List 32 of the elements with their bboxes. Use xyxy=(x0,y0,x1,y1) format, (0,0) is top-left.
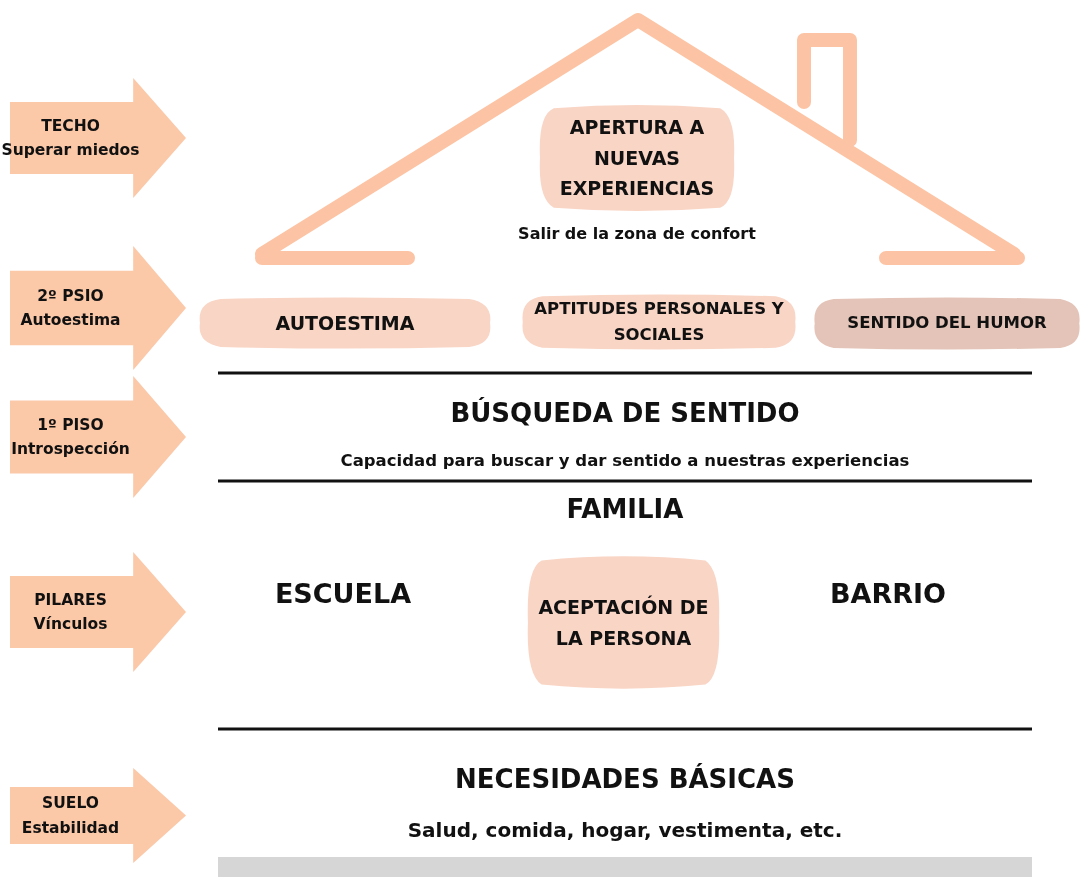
pillar-text: SENTIDO DEL HUMOR xyxy=(846,312,1048,335)
highlight-blob xyxy=(538,104,736,212)
level-subtitle: Superar miedos xyxy=(1,140,140,161)
level-tag xyxy=(10,552,186,672)
level-title: 2º PSIO xyxy=(37,286,104,307)
level-title: TECHO xyxy=(41,116,100,137)
section-heading: BÚSQUEDA DE SENTIDO xyxy=(450,398,800,428)
description-text: Capacidad para buscar y dar sentido a nuestras experiencias xyxy=(340,451,910,470)
section-heading: BARRIO xyxy=(829,578,947,609)
section-heading: FAMILIA xyxy=(566,494,684,524)
level-subtitle: Estabilidad xyxy=(21,817,120,839)
pillar-text: APTITUDES PERSONALES Y SOCIALES xyxy=(533,297,785,346)
section-heading: ESCUELA xyxy=(274,578,412,609)
level-subtitle: Introspección xyxy=(11,439,130,460)
highlight-blob xyxy=(197,297,493,349)
pillar-text: APERTURA A NUEVAS EXPERIENCIAS xyxy=(558,115,716,202)
highlight-blob xyxy=(526,555,721,690)
caption-text: Salir de la zona de confort xyxy=(518,224,756,243)
highlight-blob xyxy=(812,297,1082,350)
description-text: Salud, comida, hogar, vestimenta, etc. xyxy=(407,818,843,842)
section-heading: NECESIDADES BÁSICAS xyxy=(455,764,795,794)
level-tag xyxy=(10,768,186,863)
highlight-blob xyxy=(520,294,798,350)
level-tag xyxy=(10,246,186,370)
pillar-text: AUTOESTIMA xyxy=(274,310,416,336)
level-title: 1º PISO xyxy=(37,415,104,436)
pillar-text: ACEPTACIÓN DE LA PERSONA xyxy=(537,594,710,651)
level-title: PILARES xyxy=(34,590,107,611)
level-title: SUELO xyxy=(42,793,99,815)
level-subtitle: Autoestima xyxy=(20,310,121,331)
level-tag xyxy=(10,376,186,498)
level-subtitle: Vínculos xyxy=(33,614,108,635)
